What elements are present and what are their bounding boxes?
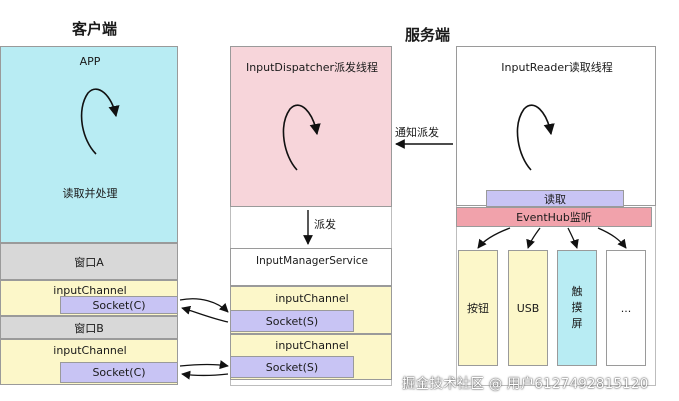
ims-label: InputManagerService — [255, 255, 369, 267]
device-button: 按钮 — [458, 250, 498, 366]
watermark: 掘金技术社区 @ 用户6127492815120 — [402, 376, 649, 392]
read-box: 读取 — [486, 190, 624, 207]
app-box: APP 读取并处理 — [0, 46, 178, 243]
channel-b-label: inputChannel — [53, 344, 127, 357]
server-channel-2-label: inputChannel — [275, 339, 349, 352]
notify-label: 通知派发 — [395, 126, 439, 139]
dispatcher-label: InputDispatcher派发线程 — [245, 61, 379, 74]
device-touchscreen: 触摸屏 — [557, 250, 597, 366]
app-label: APP — [79, 55, 101, 68]
channel-a-label: inputChannel — [53, 284, 127, 297]
socket-c-a: Socket(C) — [60, 296, 178, 314]
socket-s-2: Socket(S) — [230, 356, 354, 378]
eventhub-box: EventHub监听 — [456, 207, 652, 227]
device-usb: USB — [508, 250, 548, 366]
client-heading: 客户端 — [72, 20, 118, 38]
reader-label: InputReader读取线程 — [501, 61, 613, 74]
socket-link-2a — [179, 360, 229, 370]
server-heading: 服务端 — [405, 26, 451, 44]
ims-box: InputManagerService — [230, 248, 392, 286]
window-b: 窗口B — [0, 316, 178, 339]
socket-link-1b — [181, 305, 229, 323]
socket-c-b: Socket(C) — [60, 362, 178, 383]
window-a: 窗口A — [0, 243, 178, 280]
device-more: ... — [606, 250, 646, 366]
device-touchscreen-label: 触摸屏 — [571, 285, 583, 330]
socket-link-2b — [181, 370, 229, 380]
process-label: 读取并处理 — [62, 187, 118, 200]
socket-s-1: Socket(S) — [230, 310, 354, 332]
dispatch-label: 派发 — [314, 218, 336, 231]
dispatcher-box: InputDispatcher派发线程 — [230, 46, 392, 207]
reader-box: InputReader读取线程 — [456, 46, 656, 206]
socket-link-1a — [179, 298, 229, 313]
server-channel-1-label: inputChannel — [275, 292, 349, 305]
